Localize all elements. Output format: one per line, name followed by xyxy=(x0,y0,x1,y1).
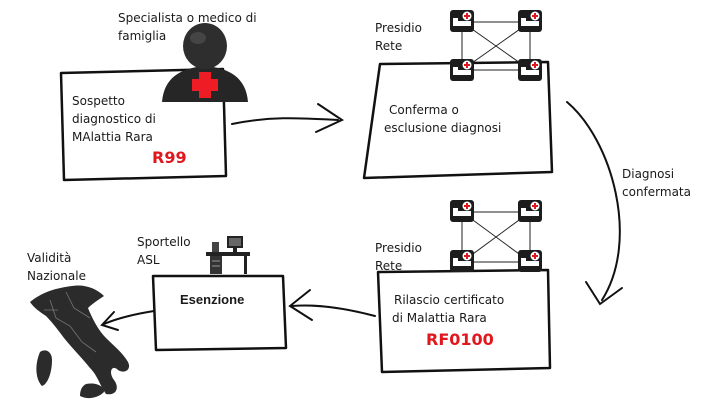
arrow-exemption-to-italy xyxy=(100,310,155,331)
hospital-bed-icon xyxy=(450,59,474,81)
hospital-bed-icon xyxy=(450,250,474,272)
hospital-bed-icon xyxy=(518,200,542,222)
certificate-line2: di Malattia Rara xyxy=(392,311,487,325)
suspicion-code: R99 xyxy=(152,148,187,167)
suspicion-line1: Sospetto xyxy=(72,94,125,108)
suspicion-line3: MAlattia Rara xyxy=(72,130,153,144)
hospital-bed-icon xyxy=(518,250,542,272)
confirmation-line1: Conferma o xyxy=(389,103,459,117)
validity-line1: Validità xyxy=(27,251,72,265)
network-top-label-line1: Presidio xyxy=(375,21,422,35)
hospital-bed-icon xyxy=(518,59,542,81)
hospital-bed-icon xyxy=(450,10,474,32)
italy-map-icon xyxy=(30,285,130,399)
network-bottom-label-line1: Presidio xyxy=(375,241,422,255)
doctor-caption-line1: Specialista o medico di xyxy=(118,11,257,25)
asl-line2: ASL xyxy=(137,253,160,267)
asl-line1: Sportello xyxy=(137,235,191,249)
exemption-label: Esenzione xyxy=(180,292,245,307)
arrow-suspicion-to-network xyxy=(231,103,345,133)
certificate-code: RF0100 xyxy=(426,330,494,349)
doctor-caption-line2: famiglia xyxy=(118,29,167,43)
arrow-confirmed-diagnosis xyxy=(566,101,623,306)
certificate-box xyxy=(376,268,552,374)
confirmed-line2: confermata xyxy=(622,185,691,199)
validity-line2: Nazionale xyxy=(27,269,86,283)
suspicion-line2: diagnostico di xyxy=(72,112,156,126)
network-bottom-label-line2: Rete xyxy=(375,259,403,273)
confirmed-line1: Diagnosi xyxy=(622,167,675,181)
doctor-avatar-icon xyxy=(162,23,248,102)
confirmation-box xyxy=(362,60,554,180)
hospital-bed-icon xyxy=(450,200,474,222)
desk-computer-icon xyxy=(206,236,250,274)
network-top-label-line2: Rete xyxy=(375,39,403,53)
confirmation-line2: esclusione diagnosi xyxy=(384,121,502,135)
arrow-certificate-to-exemption xyxy=(288,289,376,321)
hospital-bed-icon xyxy=(518,10,542,32)
certificate-line1: Rilascio certificato xyxy=(394,293,505,307)
exemption-box xyxy=(151,274,288,352)
suspicion-box xyxy=(59,67,228,182)
